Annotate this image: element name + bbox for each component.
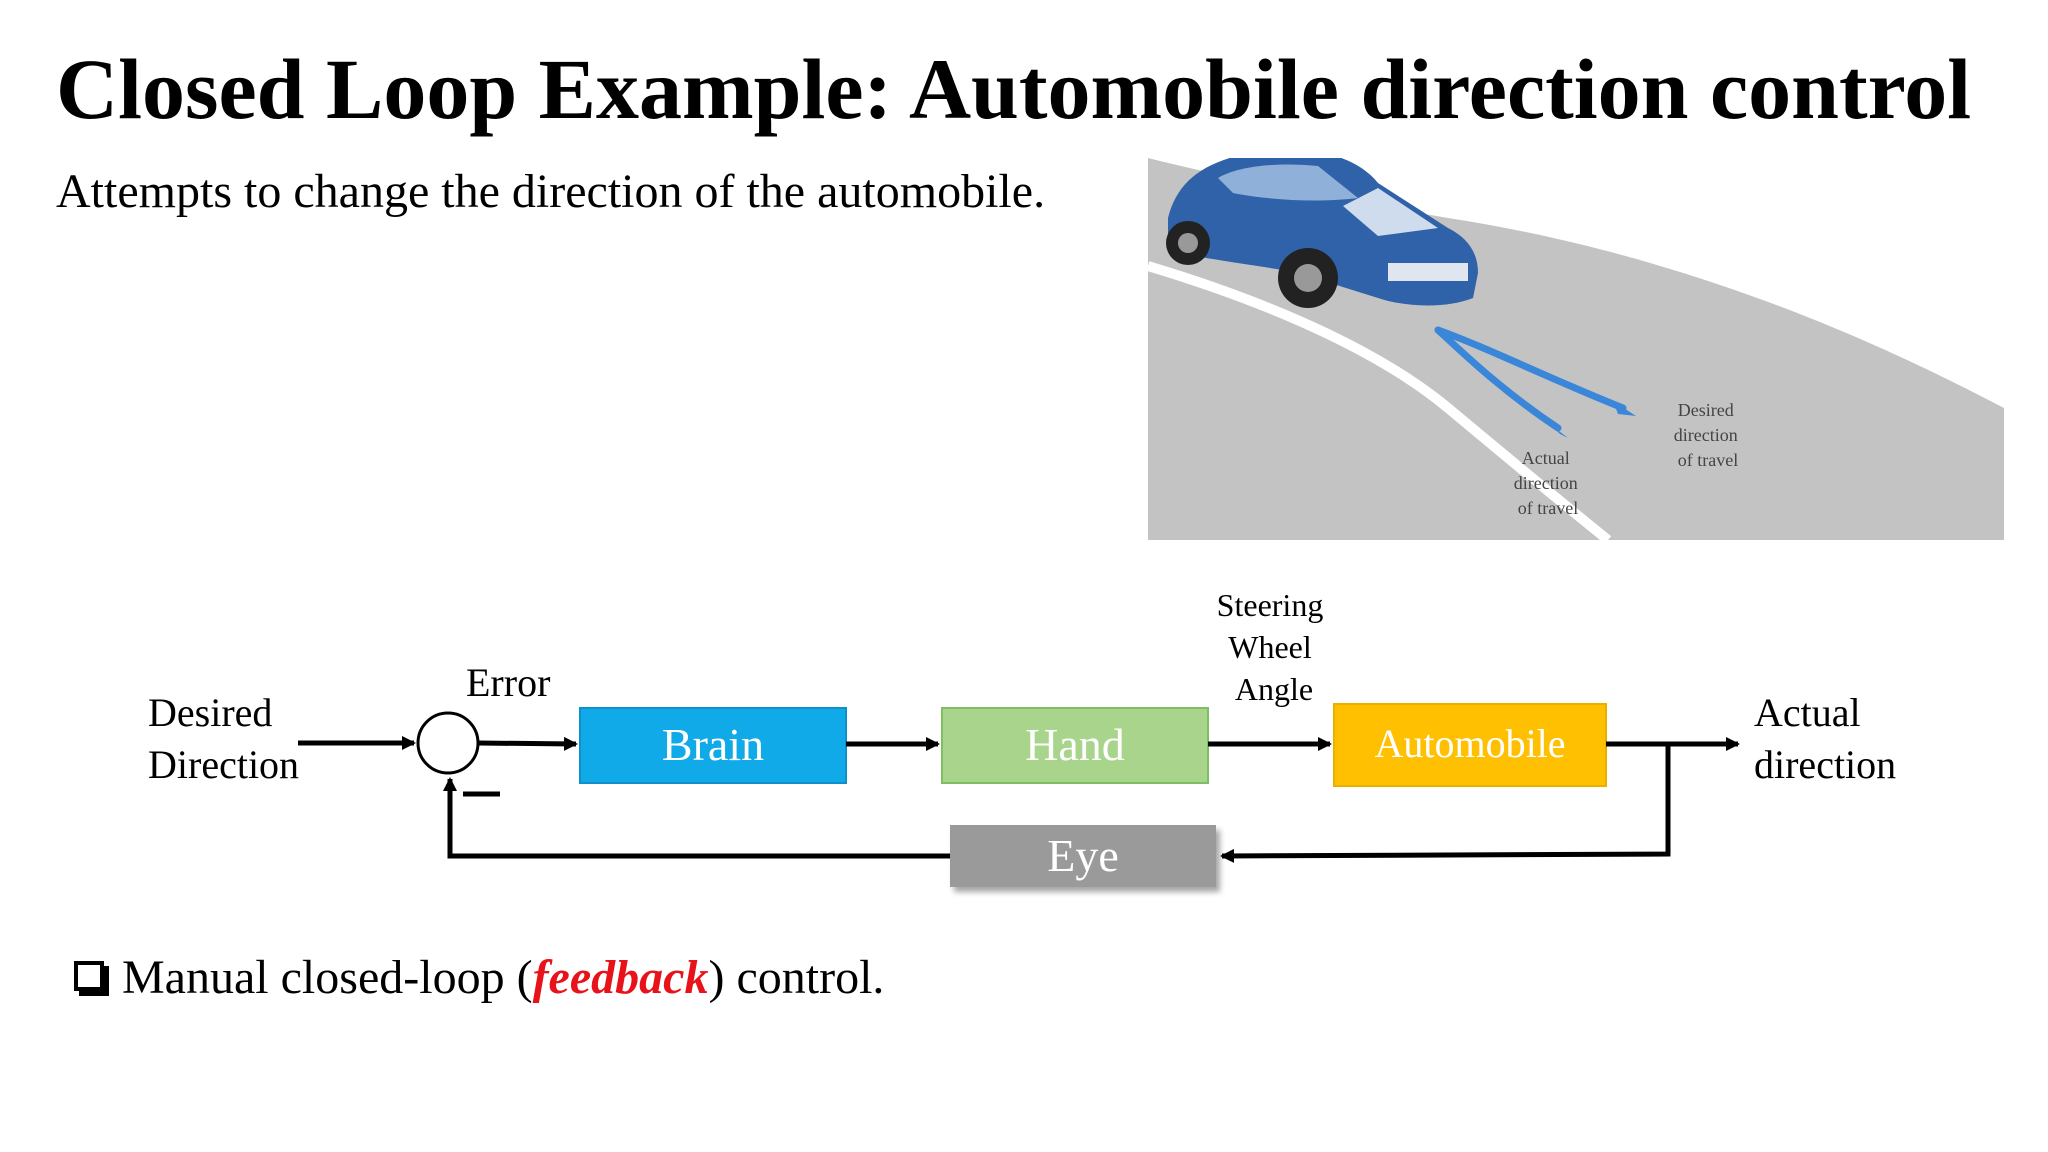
eye-label: Eye	[1047, 830, 1119, 881]
desired-travel-label: Desired direction of travel	[1674, 400, 1742, 470]
road-edge-line	[1148, 261, 1612, 540]
desired-arrowhead	[1613, 401, 1636, 416]
automobile-label: Automobile	[1374, 721, 1565, 766]
error-label: Error	[466, 660, 550, 705]
steering-wheel-angle-label: Steering Wheel Angle	[1217, 587, 1332, 707]
actual-direction-label: Actual direction	[1754, 690, 1896, 787]
brain-block	[579, 707, 847, 784]
desired-direction-label: Desired Direction	[148, 690, 299, 787]
car-icon	[1166, 158, 1478, 308]
slide-subtitle: Attempts to change the direction of the …	[56, 165, 1046, 218]
summing-junction	[416, 711, 480, 775]
control-block-diagram: Desired Direction Error Brain Hand Steer…	[148, 587, 1896, 887]
error-arrow	[477, 736, 578, 751]
direction-arrows	[1434, 326, 1627, 432]
car-road-illustration: Desired direction of travel Actual direc…	[1148, 158, 2004, 540]
actual-travel-label: Actual direction of travel	[1514, 448, 1582, 518]
feedback-path-left	[443, 777, 950, 859]
slide-title: Closed Loop Example: Automobile directio…	[56, 41, 1972, 137]
eye-block	[950, 825, 1216, 887]
actual-arrowhead	[1546, 421, 1568, 438]
bullet-emphasis: feedback	[532, 951, 709, 1004]
bullet-suffix: ) control.	[708, 951, 885, 1004]
bullet-prefix: Manual closed-loop (	[122, 951, 533, 1004]
feedback-path-right	[1220, 744, 1671, 863]
bullet-point: Manual closed-loop (feedback) control.	[74, 954, 884, 1002]
hand-label: Hand	[1025, 719, 1125, 770]
brain-label: Brain	[662, 719, 764, 770]
road-background-trim	[1148, 158, 2004, 408]
checkbox-bullet-icon	[74, 961, 104, 991]
